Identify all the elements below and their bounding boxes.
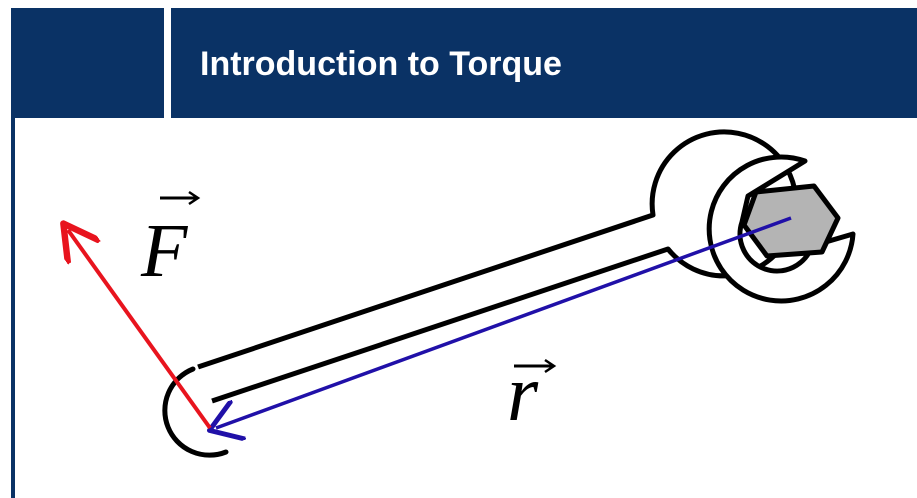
- title-bar: [11, 8, 917, 118]
- radius-label: r: [507, 350, 557, 438]
- force-label: F: [140, 190, 201, 293]
- wrench-head: [706, 154, 856, 304]
- hex-nut: [741, 183, 841, 259]
- radius-label-arrow-head: [544, 358, 557, 374]
- radius-vector-arrow: [216, 216, 792, 428]
- wrench-outline: [197, 129, 799, 404]
- left-border-rule: [11, 118, 15, 498]
- radius-label-text: r: [507, 350, 539, 438]
- force-label-text: F: [140, 209, 189, 293]
- force-label-arrow-head: [188, 190, 201, 206]
- force-vector-arrow: [68, 230, 212, 430]
- wrench-head-outline: [706, 154, 856, 304]
- slide-title: Introduction to Torque: [200, 45, 562, 83]
- title-bar-divider: [164, 8, 171, 118]
